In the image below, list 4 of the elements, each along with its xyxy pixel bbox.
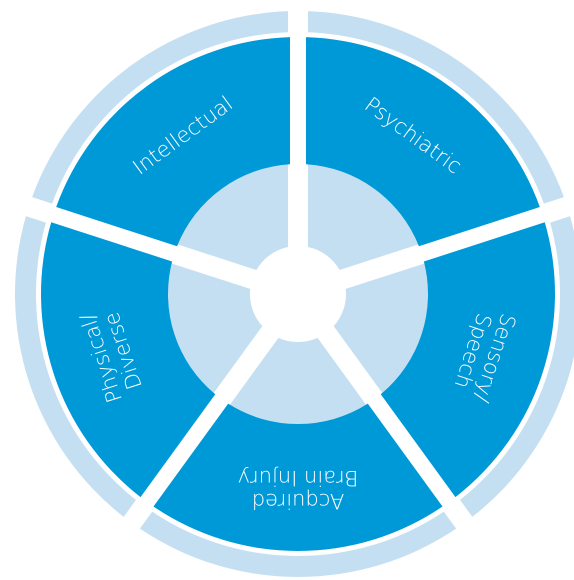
ring-segment-drawing [306,11,564,270]
ring-segment-drawing [32,11,290,270]
segment-label: Acquired Brain Injury [236,466,360,512]
ring-segment-drawing [140,338,456,577]
